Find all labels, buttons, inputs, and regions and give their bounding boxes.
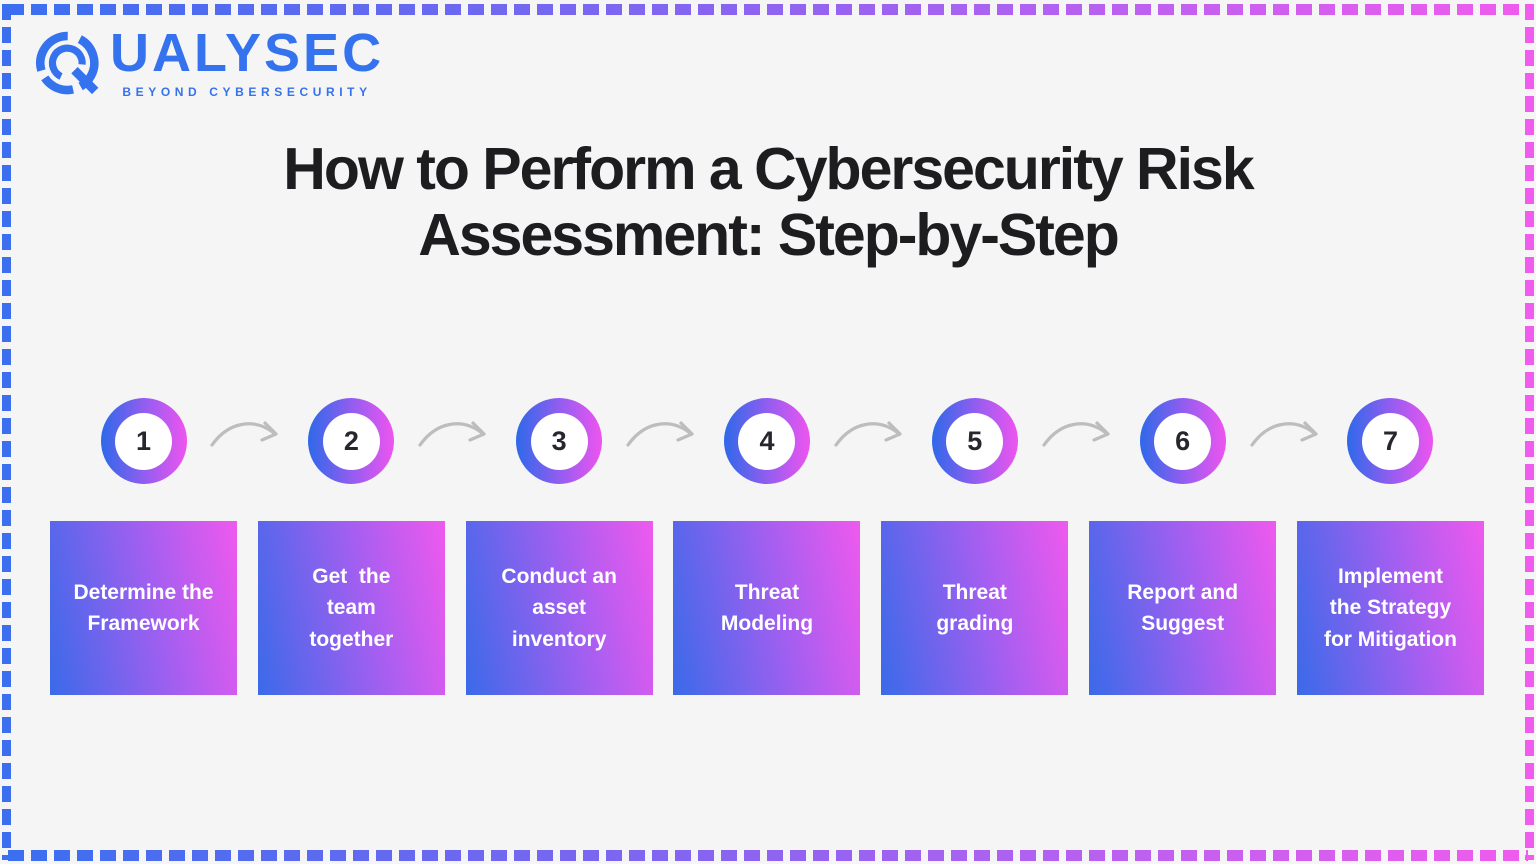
step-box-5: Threat grading bbox=[881, 521, 1069, 695]
step-box-6: Report and Suggest bbox=[1089, 521, 1277, 695]
step-circle-2: 2 bbox=[308, 398, 395, 484]
step-label: Conduct an asset inventory bbox=[501, 564, 617, 651]
dashed-border-left bbox=[2, 4, 11, 860]
brand-wordmark: UALYSEC bbox=[110, 23, 385, 83]
step-label: Implement the Strategy for Mitigation bbox=[1323, 564, 1457, 651]
step-number: 5 bbox=[946, 412, 1004, 470]
step-label: Report and Suggest bbox=[1127, 580, 1239, 636]
step-label: Get the team together bbox=[309, 564, 394, 651]
step-number: 1 bbox=[115, 412, 172, 470]
step-number: 4 bbox=[738, 412, 796, 470]
step-circle-4: 4 bbox=[723, 398, 810, 484]
dashed-border-top bbox=[8, 4, 1528, 15]
brand-tagline: BEYOND CYBERSECURITY bbox=[122, 85, 372, 99]
dashed-border-right bbox=[1525, 4, 1534, 860]
step-label: Threat grading bbox=[936, 580, 1014, 636]
step-circle-6: 6 bbox=[1139, 398, 1226, 484]
page-title-line1: How to Perform a Cybersecurity Risk bbox=[283, 136, 1254, 202]
step-number: 6 bbox=[1154, 412, 1212, 470]
curved-arrow-icon bbox=[1042, 421, 1110, 447]
qualysec-q-logo-icon bbox=[36, 31, 99, 94]
connector-arrows bbox=[0, 412, 1536, 464]
step-box-7: Implement the Strategy for Mitigation bbox=[1296, 521, 1484, 695]
step-box-2: Get the team together bbox=[257, 521, 445, 695]
step-circle-5: 5 bbox=[931, 398, 1018, 484]
curved-arrow-icon bbox=[834, 421, 902, 447]
step-circles-row: 1 2 3 4 5 6 7 bbox=[50, 398, 1484, 484]
page-title-line2: Assessment: Step-by-Step bbox=[418, 202, 1120, 269]
step-box-1: Determine the Framework bbox=[50, 521, 237, 695]
brand-logo: UALYSEC BEYOND CYBERSECURITY bbox=[34, 26, 384, 99]
step-label: Determine the Framework bbox=[73, 580, 214, 636]
step-circle-3: 3 bbox=[516, 398, 603, 484]
curved-arrow-icon bbox=[1250, 421, 1318, 447]
curved-arrow-icon bbox=[418, 421, 486, 447]
curved-arrow-icon bbox=[210, 421, 278, 447]
dashed-border-bottom bbox=[8, 850, 1528, 861]
curved-arrow-icon bbox=[626, 421, 694, 447]
page-title: How to Perform a Cybersecurity Risk Asse… bbox=[0, 136, 1536, 268]
step-circle-7: 7 bbox=[1347, 398, 1434, 484]
step-number: 3 bbox=[530, 412, 588, 470]
step-number: 2 bbox=[322, 412, 380, 470]
step-number: 7 bbox=[1361, 412, 1419, 470]
step-circle-1: 1 bbox=[100, 398, 187, 484]
step-label: Threat Modeling bbox=[720, 580, 814, 636]
step-box-4: Threat Modeling bbox=[673, 521, 861, 695]
step-boxes-row: Determine the Framework Get the team tog… bbox=[50, 521, 1484, 695]
step-box-3: Conduct an asset inventory bbox=[465, 521, 653, 695]
